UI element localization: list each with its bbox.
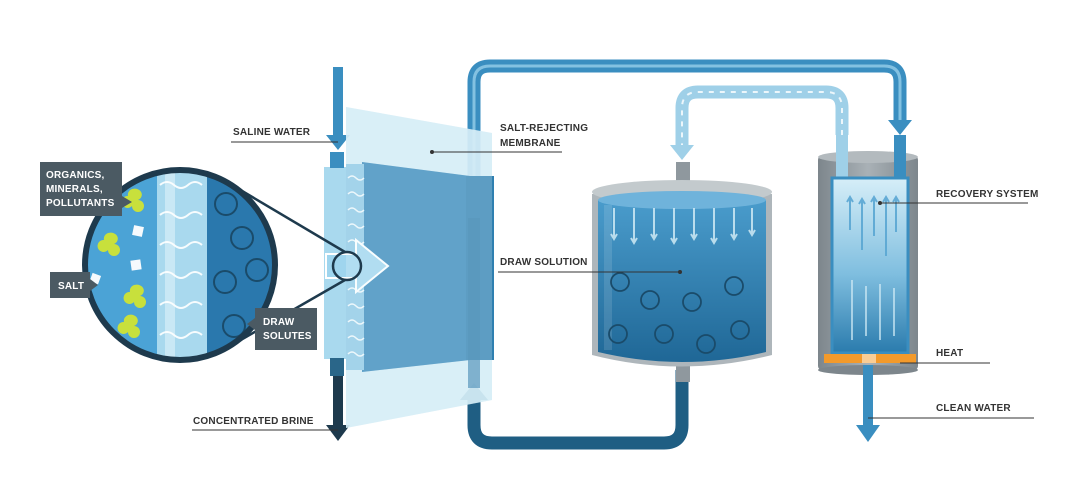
tag-draw-solutes-line2: SOLUTES [263, 331, 312, 342]
membrane-module [324, 107, 494, 428]
brine-outlet-pipe [333, 375, 343, 427]
recovery-system [818, 135, 918, 375]
tag-organics-line2: MINERALS, [46, 184, 103, 195]
label-membrane-1: SALT-REJECTING [500, 123, 588, 134]
label-draw-solution: DRAW SOLUTION [500, 257, 588, 268]
pipe-recovery-to-draw [675, 85, 849, 145]
membrane-flow-arrow [325, 237, 390, 295]
label-heat: HEAT [936, 348, 963, 359]
salt-crystals [89, 225, 144, 285]
draw-solute-circles [608, 272, 750, 354]
tag-organics: ORGANICS, MINERALS, POLLUTANTS [40, 162, 132, 216]
clean-water-arrow [856, 425, 880, 442]
magnifier-ring [331, 250, 363, 282]
clean-water-pipe [863, 365, 873, 427]
tag-organics-line1: ORGANICS, [46, 170, 104, 181]
tag-draw-solutes-line1: DRAW [263, 317, 295, 328]
label-saline-water: SALINE WATER [233, 127, 311, 138]
saline-inlet-pipe [333, 67, 343, 137]
brine-outlet-arrow [326, 425, 350, 441]
pipe-recovery-arrow [670, 145, 694, 160]
pollutant-particles [97, 188, 146, 338]
pipe-bottom-loop [467, 370, 689, 450]
label-concentrated-brine: CONCENTRATED BRINE [193, 416, 314, 427]
tag-salt: SALT [50, 272, 98, 298]
zoom-connector-top [231, 183, 346, 254]
tag-draw-solutes: DRAW SOLUTES [247, 308, 317, 350]
draw-solution-down-arrows [610, 208, 756, 245]
pipe-top-arrow [888, 120, 912, 135]
tag-organics-line3: POLLUTANTS [46, 198, 115, 209]
vapor-up-arrows [846, 195, 900, 256]
label-clean-water: CLEAN WATER [936, 403, 1011, 414]
label-recovery-system: RECOVERY SYSTEM [936, 189, 1038, 200]
draw-solution-tank [592, 162, 772, 382]
label-membrane-2: MEMBRANE [500, 138, 561, 149]
tag-salt-text: SALT [58, 281, 84, 292]
